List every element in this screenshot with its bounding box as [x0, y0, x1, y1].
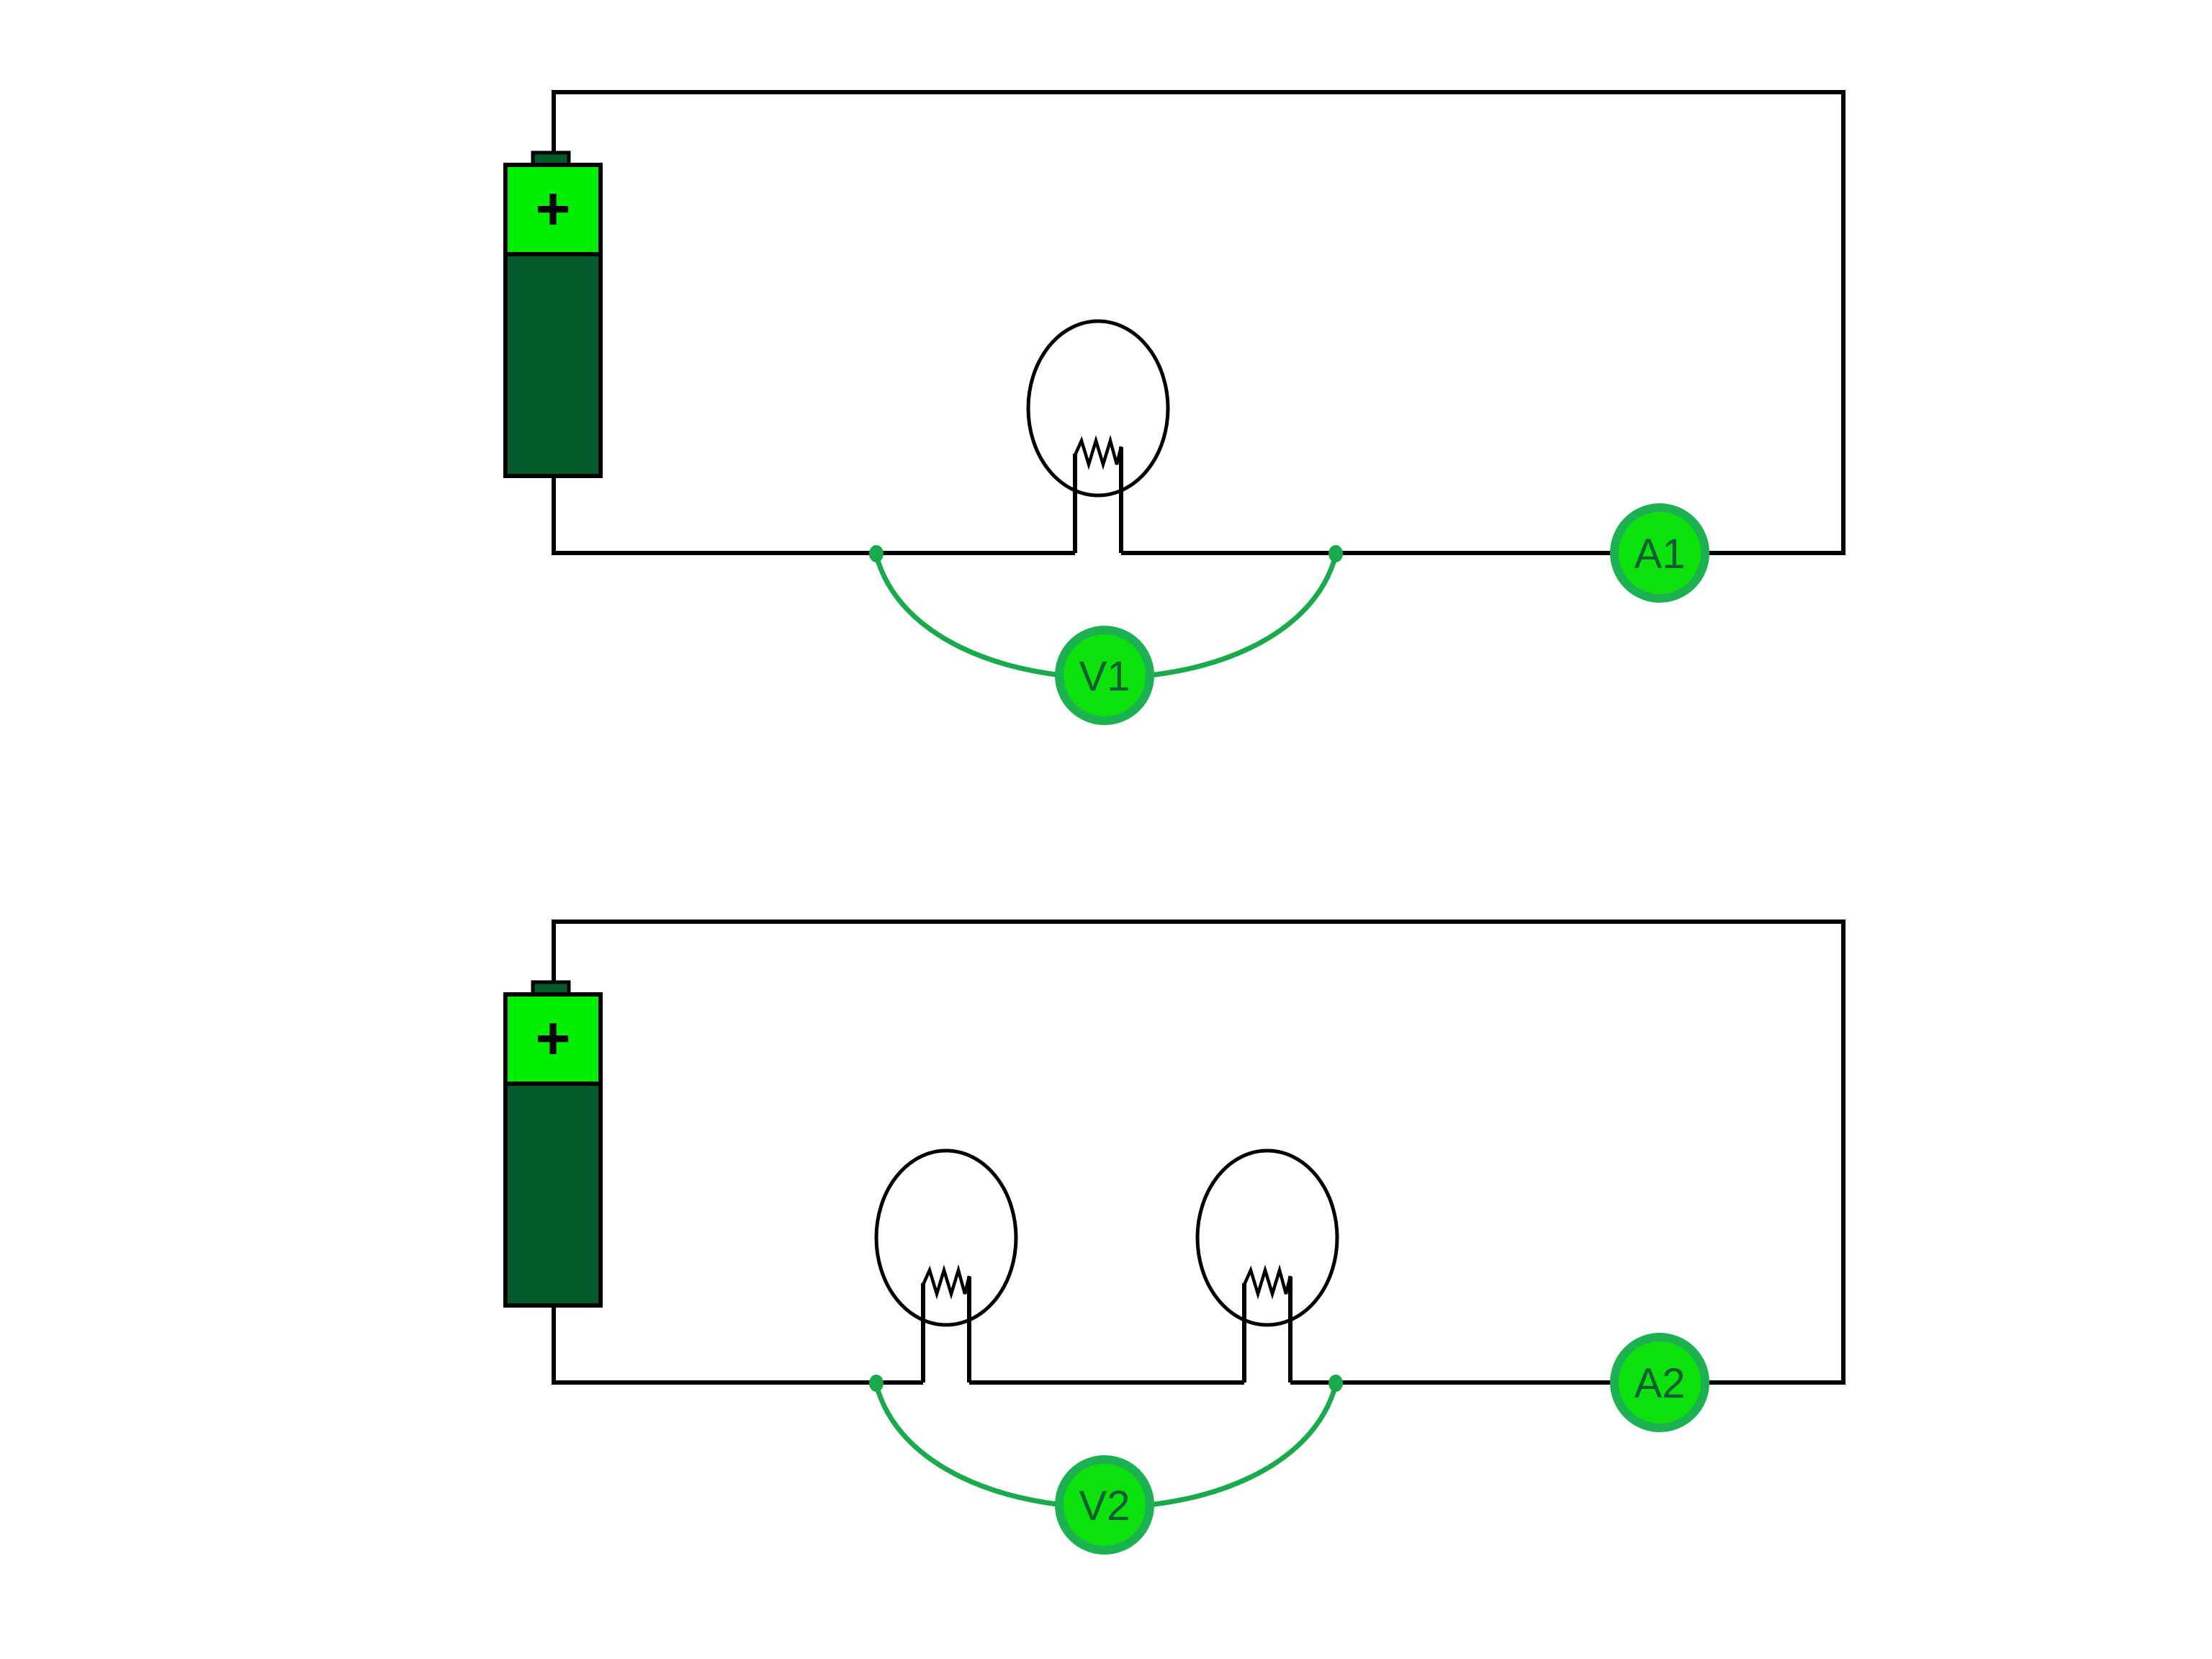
ammeter-body	[1610, 503, 1709, 603]
voltmeter-label: V1	[1079, 653, 1130, 700]
voltmeter-body	[1055, 1455, 1154, 1555]
battery-negative-section	[503, 252, 603, 478]
bulb-glass	[1195, 1148, 1339, 1327]
battery-polarity-label: +	[535, 175, 570, 243]
ammeter-body	[1610, 1333, 1709, 1432]
bulb-1	[874, 1148, 1018, 1382]
ammeter-label: A2	[1635, 1360, 1686, 1407]
bulb-filament	[921, 1264, 971, 1300]
bulb-glass	[874, 1148, 1018, 1327]
circuit-2-wire-loop	[552, 920, 1845, 1385]
junction-dot-right	[1328, 1375, 1343, 1392]
battery: +	[503, 980, 603, 1308]
battery-negative-section	[503, 1082, 603, 1308]
circuit-2: + A2 V2	[503, 920, 1845, 1555]
battery-positive-section	[503, 163, 603, 256]
battery: +	[503, 150, 603, 478]
bulb-legs	[921, 1277, 971, 1382]
junction-dot-left	[869, 1375, 884, 1392]
bulb-filament	[1073, 434, 1123, 470]
bulb-filament	[1242, 1264, 1292, 1300]
voltmeter-body	[1055, 626, 1154, 725]
bulb-legs	[1242, 1277, 1292, 1382]
ammeter-label: A1	[1635, 531, 1686, 577]
bulb-2	[1195, 1148, 1339, 1382]
circuit-1-wire-loop	[552, 90, 1845, 555]
voltmeter: V2	[1055, 1455, 1154, 1555]
ammeter: A2	[1610, 1333, 1709, 1432]
bulb-legs	[1073, 447, 1123, 553]
junction-dot-right	[1328, 545, 1343, 562]
junction-dot-left	[869, 545, 884, 562]
voltmeter: V1	[1055, 626, 1154, 725]
battery-polarity-label: +	[535, 1004, 570, 1072]
ammeter: A1	[1610, 503, 1709, 603]
voltmeter-label: V2	[1079, 1483, 1130, 1529]
circuit-1: + A1 V1	[503, 90, 1845, 725]
bulb	[1026, 319, 1170, 553]
bulb-glass	[1026, 319, 1170, 498]
